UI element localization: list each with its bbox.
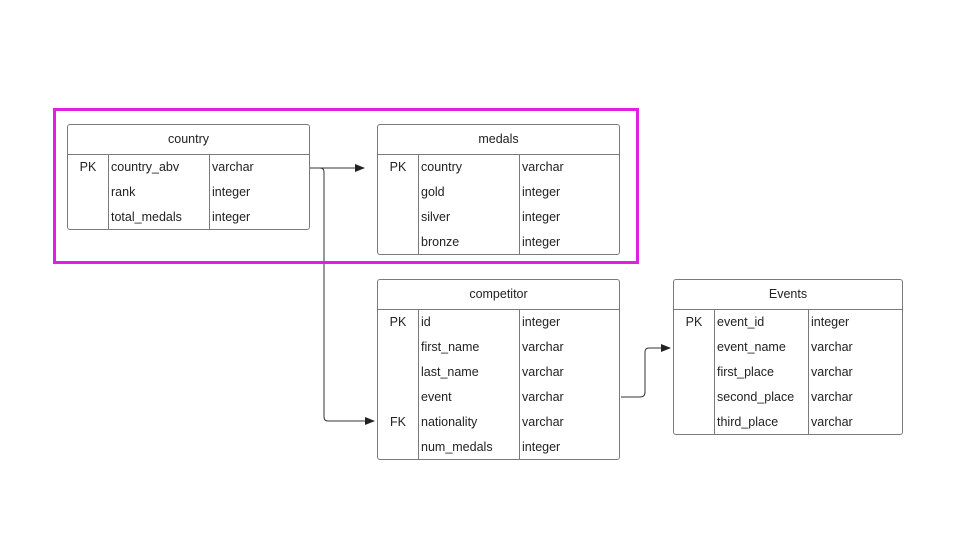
- key-cell: [378, 385, 418, 410]
- table-row: PK country varchar: [378, 155, 619, 180]
- field-name: first_name: [421, 340, 480, 354]
- field-name: third_place: [717, 415, 779, 429]
- field-type: integer: [522, 440, 561, 454]
- field-type: integer: [811, 315, 850, 329]
- field-type: integer: [522, 235, 561, 249]
- key-cell: [378, 180, 418, 205]
- key-cell: [378, 435, 418, 460]
- key-cell: PK: [79, 160, 97, 174]
- field-name: id: [421, 315, 431, 329]
- field-type: varchar: [522, 340, 564, 354]
- field-type: integer: [522, 315, 561, 329]
- key-cell: [378, 205, 418, 230]
- entity-country[interactable]: country PK country_abv varchar rank inte…: [67, 124, 310, 230]
- field-type: varchar: [811, 340, 853, 354]
- field-name: event: [421, 390, 452, 404]
- field-name: num_medals: [421, 440, 493, 454]
- field-name: nationality: [421, 415, 478, 429]
- entity-body-competitor: PK id integer first_name varchar last_na…: [378, 310, 619, 460]
- table-row: event_name varchar: [674, 335, 902, 360]
- table-row: bronze integer: [378, 230, 619, 255]
- table-row: third_place varchar: [674, 410, 902, 435]
- field-type: varchar: [522, 390, 564, 404]
- entity-body-medals: PK country varchar gold integer silver i…: [378, 155, 619, 255]
- field-name: total_medals: [111, 210, 182, 224]
- field-type: varchar: [811, 365, 853, 379]
- field-name: event_id: [717, 315, 765, 329]
- entity-title-competitor: competitor: [378, 280, 619, 310]
- table-row: PK country_abv varchar: [68, 155, 309, 180]
- key-cell: [674, 385, 714, 410]
- table-row: event varchar: [378, 385, 619, 410]
- entity-title-medals: medals: [378, 125, 619, 155]
- field-name: last_name: [421, 365, 479, 379]
- field-type: integer: [212, 210, 251, 224]
- field-type: varchar: [811, 415, 853, 429]
- selection-highlight-box: [53, 108, 639, 264]
- field-type: varchar: [811, 390, 853, 404]
- field-type: integer: [522, 185, 561, 199]
- field-type: varchar: [212, 160, 254, 174]
- key-cell: [68, 205, 108, 230]
- table-row: silver integer: [378, 205, 619, 230]
- field-name: event_name: [717, 340, 786, 354]
- field-name: second_place: [717, 390, 795, 404]
- entity-title-country: country: [68, 125, 309, 155]
- field-name: bronze: [421, 235, 460, 249]
- table-row: PK event_id integer: [674, 310, 902, 335]
- table-row: first_place varchar: [674, 360, 902, 385]
- key-cell: PK: [389, 315, 407, 329]
- key-cell: [674, 360, 714, 385]
- field-name: rank: [111, 185, 136, 199]
- field-name: country: [421, 160, 462, 174]
- table-row: second_place varchar: [674, 385, 902, 410]
- key-cell: [674, 335, 714, 360]
- field-name: silver: [421, 210, 451, 224]
- field-type: varchar: [522, 415, 564, 429]
- table-row: last_name varchar: [378, 360, 619, 385]
- table-row: num_medals integer: [378, 435, 619, 460]
- key-cell: PK: [389, 160, 407, 174]
- table-row: PK id integer: [378, 310, 619, 335]
- key-cell: FK: [390, 415, 406, 429]
- key-cell: [378, 230, 418, 255]
- entity-competitor[interactable]: competitor PK id integer first_name varc…: [377, 279, 620, 460]
- key-cell: [378, 360, 418, 385]
- field-type: varchar: [522, 160, 564, 174]
- table-row: total_medals integer: [68, 205, 309, 230]
- table-row: rank integer: [68, 180, 309, 205]
- entity-medals[interactable]: medals PK country varchar gold integer s…: [377, 124, 620, 255]
- key-cell: [378, 335, 418, 360]
- field-name: gold: [421, 185, 445, 199]
- field-name: first_place: [717, 365, 774, 379]
- field-type: integer: [522, 210, 561, 224]
- field-type: varchar: [522, 365, 564, 379]
- entity-body-country: PK country_abv varchar rank integer tota…: [68, 155, 309, 230]
- table-row: gold integer: [378, 180, 619, 205]
- field-type: integer: [212, 185, 251, 199]
- key-cell: PK: [685, 315, 703, 329]
- key-cell: [68, 180, 108, 205]
- field-name: country_abv: [111, 160, 180, 174]
- connector-competitor-events: [621, 344, 671, 398]
- entity-body-events: PK event_id integer event_name varchar f…: [674, 310, 902, 435]
- entity-title-events: Events: [674, 280, 902, 310]
- table-row: FK nationality varchar: [378, 410, 619, 435]
- key-cell: [674, 410, 714, 435]
- table-row: first_name varchar: [378, 335, 619, 360]
- entity-events[interactable]: Events PK event_id integer event_name va…: [673, 279, 903, 435]
